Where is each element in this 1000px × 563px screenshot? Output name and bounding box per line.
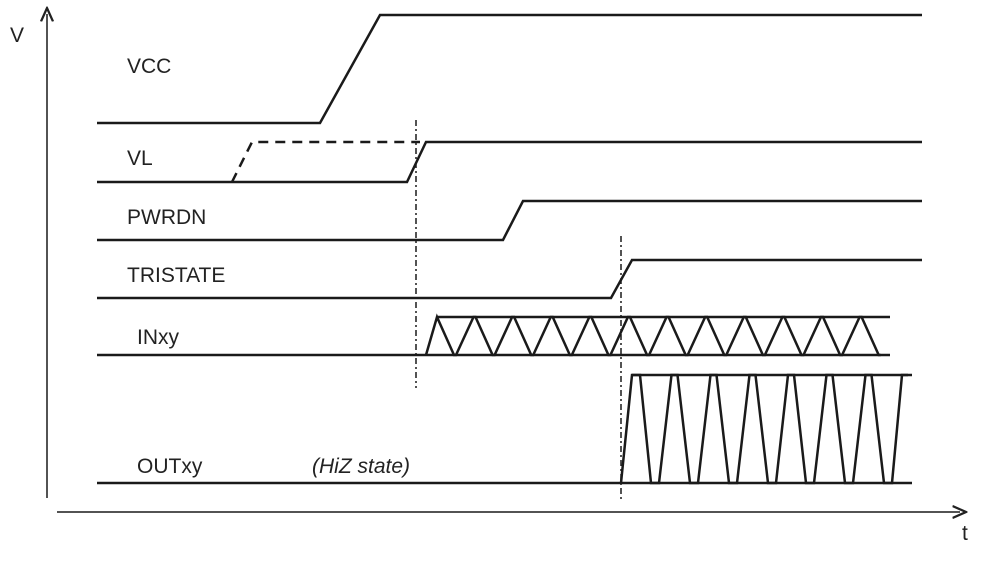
signal-label-vl: VL bbox=[127, 147, 153, 170]
inxy-transitions bbox=[424, 313, 881, 357]
inxy-waveform bbox=[97, 313, 890, 357]
outxy-waveform bbox=[97, 373, 912, 485]
vcc-waveform bbox=[97, 13, 922, 125]
signal-label-vcc: VCC bbox=[127, 55, 172, 78]
signal-label-pwrdn: PWRDN bbox=[127, 206, 207, 229]
outxy-transitions bbox=[619, 373, 908, 485]
y-axis-label: V bbox=[10, 24, 25, 47]
hiz-state-annotation: (HiZ state) bbox=[312, 455, 411, 478]
signal-label-inxy: INxy bbox=[137, 326, 179, 349]
vl-waveform bbox=[97, 140, 922, 184]
pwrdn-waveform bbox=[97, 199, 922, 242]
signal-label-tristate: TRISTATE bbox=[127, 264, 226, 287]
vl-early-dashed bbox=[230, 140, 420, 183]
x-axis-label: t bbox=[962, 522, 968, 545]
signal-label-outxy: OUTxy bbox=[137, 455, 203, 478]
